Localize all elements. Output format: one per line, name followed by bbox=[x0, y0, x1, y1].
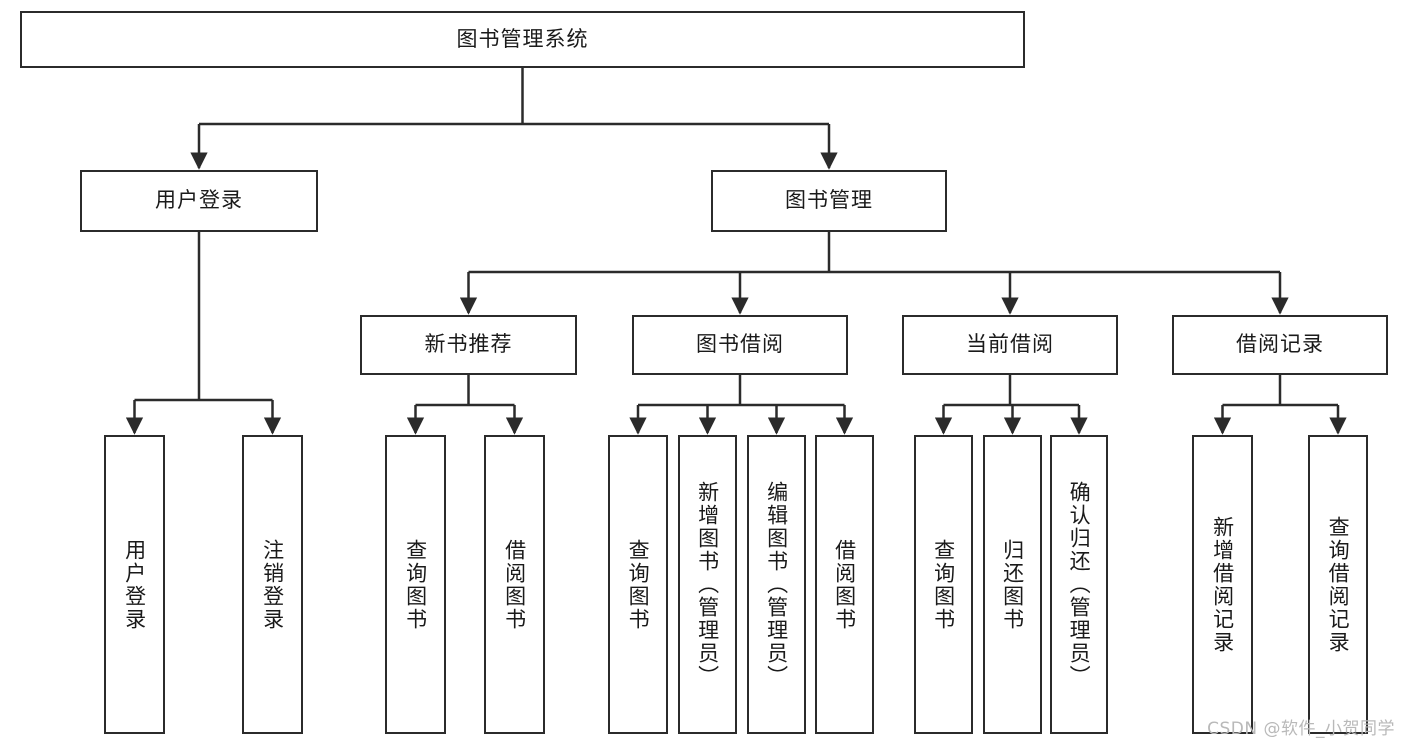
node-n_query[interactable]: 查询图书 bbox=[385, 435, 446, 734]
node-label-records: 借阅记录 bbox=[1236, 332, 1324, 357]
node-label-c_confirm: 确认归还（管理员） bbox=[1067, 481, 1092, 688]
node-label-b_lend: 借阅图书 bbox=[832, 538, 857, 631]
node-b_edit[interactable]: 编辑图书（管理员） bbox=[747, 435, 806, 734]
node-label-c_query: 查询图书 bbox=[931, 538, 956, 631]
node-label-login: 用户登录 bbox=[155, 188, 243, 213]
node-borrow[interactable]: 图书借阅 bbox=[632, 315, 848, 375]
node-bookmgmt[interactable]: 图书管理 bbox=[711, 170, 947, 232]
node-c_confirm[interactable]: 确认归还（管理员） bbox=[1050, 435, 1108, 734]
node-label-b_edit: 编辑图书（管理员） bbox=[764, 481, 789, 688]
node-label-root: 图书管理系统 bbox=[456, 26, 589, 51]
node-l_login[interactable]: 用户登录 bbox=[104, 435, 165, 734]
node-label-n_query: 查询图书 bbox=[403, 538, 428, 631]
node-current[interactable]: 当前借阅 bbox=[902, 315, 1118, 375]
node-label-bookmgmt: 图书管理 bbox=[785, 188, 873, 213]
node-label-r_add: 新增借阅记录 bbox=[1210, 515, 1235, 654]
node-label-r_query: 查询借阅记录 bbox=[1326, 515, 1351, 654]
node-root[interactable]: 图书管理系统 bbox=[20, 11, 1025, 68]
node-label-b_query: 查询图书 bbox=[626, 538, 651, 631]
node-label-current: 当前借阅 bbox=[966, 332, 1054, 357]
node-c_return[interactable]: 归还图书 bbox=[983, 435, 1042, 734]
node-c_query[interactable]: 查询图书 bbox=[914, 435, 973, 734]
node-r_add[interactable]: 新增借阅记录 bbox=[1192, 435, 1253, 734]
node-newbook[interactable]: 新书推荐 bbox=[360, 315, 577, 375]
node-b_lend[interactable]: 借阅图书 bbox=[815, 435, 874, 734]
node-label-b_add: 新增图书（管理员） bbox=[695, 481, 720, 688]
node-n_borrow[interactable]: 借阅图书 bbox=[484, 435, 545, 734]
node-records[interactable]: 借阅记录 bbox=[1172, 315, 1388, 375]
node-l_logout[interactable]: 注销登录 bbox=[242, 435, 303, 734]
node-r_query[interactable]: 查询借阅记录 bbox=[1308, 435, 1368, 734]
node-label-l_login: 用户登录 bbox=[122, 538, 147, 631]
node-label-c_return: 归还图书 bbox=[1000, 538, 1025, 631]
node-b_add[interactable]: 新增图书（管理员） bbox=[678, 435, 737, 734]
watermark-label: CSDN @软件_小贺同学 bbox=[1207, 719, 1395, 739]
node-label-borrow: 图书借阅 bbox=[696, 332, 784, 357]
node-label-n_borrow: 借阅图书 bbox=[502, 538, 527, 631]
node-b_query[interactable]: 查询图书 bbox=[608, 435, 668, 734]
node-label-l_logout: 注销登录 bbox=[260, 538, 285, 631]
node-label-newbook: 新书推荐 bbox=[424, 332, 513, 357]
node-login[interactable]: 用户登录 bbox=[80, 170, 318, 232]
